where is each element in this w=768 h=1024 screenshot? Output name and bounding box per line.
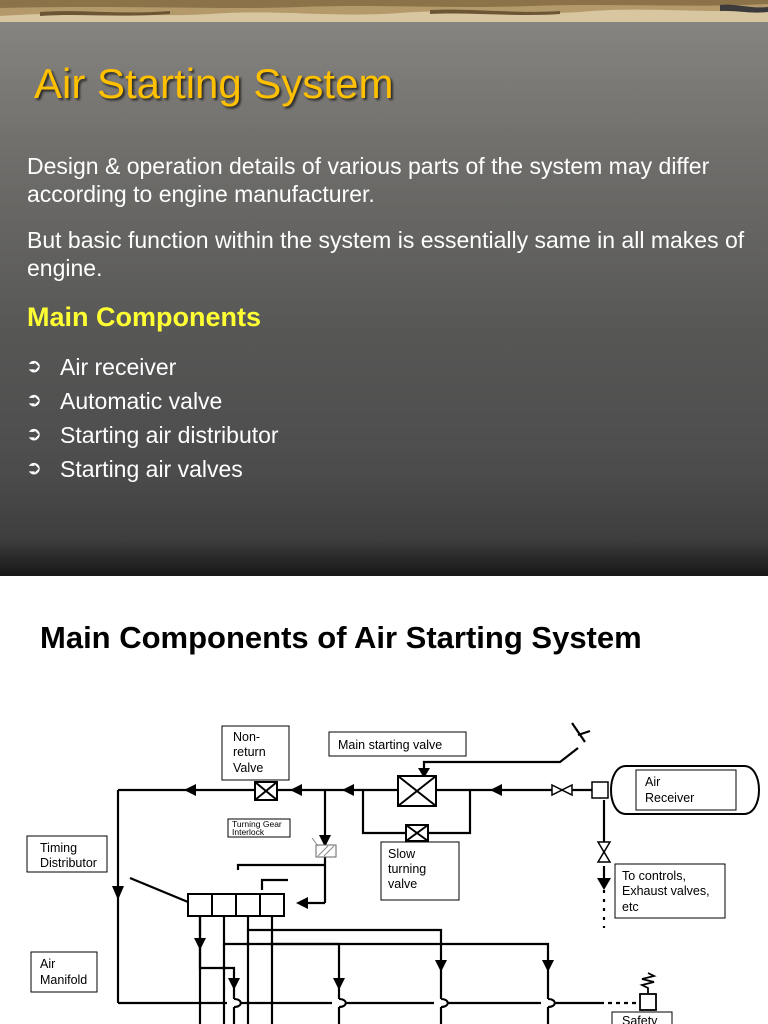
list-item: ➲ Air receiver [26,350,279,384]
non-return-valve-label: return [233,745,266,759]
arrow-bullet-icon: ➲ [26,390,42,411]
to-controls-label: Exhaust valves, [622,884,710,898]
components-list: ➲ Air receiver ➲ Automatic valve ➲ Start… [26,350,279,486]
top-banner-image [0,0,768,22]
air-receiver-label: Air [645,775,660,789]
non-return-valve-label: Valve [233,761,263,775]
diagram-slide-title: Main Components of Air Starting System [40,620,642,655]
arrow-bullet-icon: ➲ [26,356,42,377]
main-starting-valve-symbol [397,775,437,807]
list-item: ➲ Automatic valve [26,384,279,418]
slide-title: Air Starting System [34,60,394,107]
list-item: ➲ Starting air distributor [26,418,279,452]
air-manifold-label: Air [40,957,55,971]
air-manifold-label: Manifold [40,973,87,987]
non-return-valve-label: Non- [233,730,260,744]
function-paragraph: But basic function within the system is … [27,227,745,281]
turning-gear-interlock-symbol [311,837,337,858]
slide-air-starting-system: Air Starting System Design & operation d… [0,0,768,576]
arrow-bullet-icon: ➲ [26,458,42,479]
component-label: Starting air valves [60,456,243,482]
turning-gear-interlock-label: Interlock [232,827,265,837]
safety-label: Safety [622,1014,658,1024]
safety-valve-symbol [639,972,657,1011]
slow-turning-valve-label: turning [388,862,426,876]
component-label: Starting air distributor [60,422,279,448]
to-controls-label: etc [622,900,639,914]
air-starting-system-diagram: Non- return Valve Main starting valve Ai… [26,722,760,1024]
component-label: Automatic valve [60,388,223,414]
timing-distributor-label: Timing [40,841,77,855]
slow-turning-valve-label: valve [388,877,417,891]
main-starting-valve-label: Main starting valve [338,738,442,752]
slow-turning-valve-label: Slow [388,847,416,861]
arrow-bullet-icon: ➲ [26,424,42,445]
air-receiver-label: Receiver [645,791,694,805]
list-item: ➲ Starting air valves [26,452,279,486]
main-components-heading: Main Components [27,302,261,332]
slow-turning-valve-symbol [405,824,429,842]
to-controls-label: To controls, [622,869,686,883]
turning-gear-interlock-label: Turning Gear [232,819,282,829]
intro-paragraph: Design & operation details of various pa… [27,153,710,207]
timing-distributor-label: Distributor [40,856,97,870]
component-label: Air receiver [60,354,177,380]
timing-distributor-symbol [187,893,285,917]
non-return-valve-symbol [254,781,278,801]
